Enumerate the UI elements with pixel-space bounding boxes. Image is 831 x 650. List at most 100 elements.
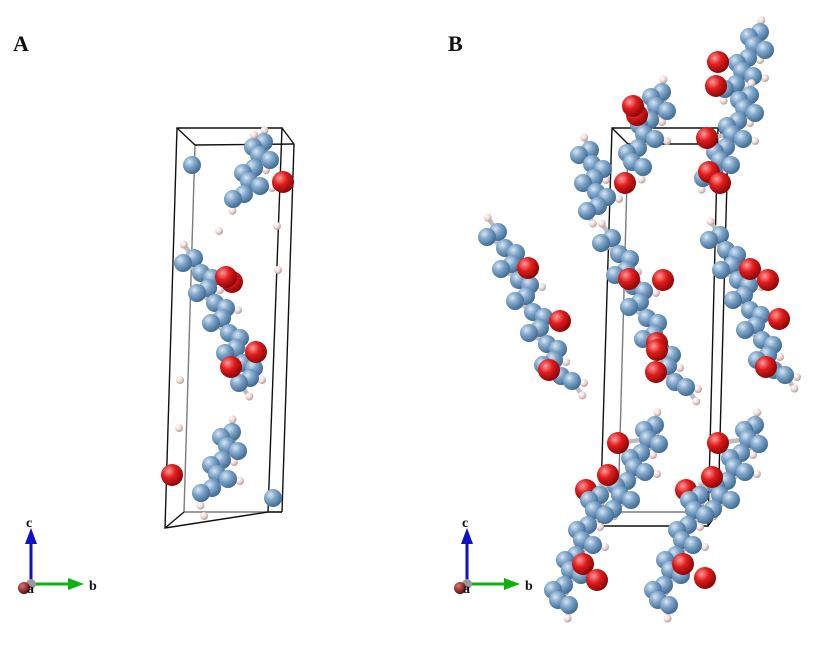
molecules-a [161,126,294,520]
carbon-atom [724,291,742,309]
molecule [224,126,279,215]
oxygen-atom [215,266,237,288]
carbon-atom [584,536,602,554]
axis-indicator-b: c b a [454,516,533,597]
carbon-atom [746,104,764,122]
oxygen-atom [646,339,668,361]
oxygen-atom [572,553,594,575]
hydrogen-atom [588,219,597,228]
hydrogen-atom [653,470,661,478]
carbon-atom [646,130,664,148]
hydrogen-atom [676,364,684,372]
b-axis-arrow-icon [504,578,520,590]
hydrogen-atom [245,392,254,401]
carbon-atom [251,177,269,195]
oxygen-atom [705,75,727,97]
oxygen-atom [272,171,294,193]
hydrogen-atom [696,523,704,531]
hydrogen-atom [200,512,208,520]
b-axis-arrow-icon [68,578,84,590]
hydrogen-atom [228,206,237,215]
panel-b-structure [478,16,801,623]
hydrogen-atom [694,385,702,393]
carbon-atom [722,491,740,509]
oxygen-atom [652,269,674,291]
hydrogen-atom [538,283,546,291]
oxygen-atom [757,269,779,291]
hydrogen-atom [234,306,242,314]
c-axis-arrow-icon [461,528,473,544]
hydrogen-atom [753,408,762,417]
molecules-b [478,16,801,623]
oxygen-atom [618,268,640,290]
hydrogen-atom [228,415,237,424]
carbon-atom [188,284,206,302]
oxygen-atom [694,567,716,589]
carbon-atom [722,156,740,174]
carbon-atom [696,506,714,524]
carbon-atom [736,463,754,481]
carbon-atom [684,536,702,554]
hydrogen-atom [753,470,761,478]
carbon-atom [520,324,538,342]
carbon-atom [578,202,596,220]
panel-a-structure [161,126,295,529]
oxygen-atom [645,361,667,383]
molecule [700,217,801,393]
hydrogen-atom [597,219,606,228]
oxygen-atom [586,569,608,591]
b-axis-label: b [89,579,97,594]
hydrogen-atom [790,384,799,393]
hydrogen-atom [483,213,492,222]
hydrogen-atom [615,195,623,203]
molecule [544,477,614,623]
hydrogen-atom [719,96,728,105]
oxygen-atom [768,308,790,330]
hydrogen-atom [637,175,646,184]
carbon-atom [492,260,510,278]
hydrogen-atom [663,137,671,145]
carbon-atom [636,463,654,481]
hydrogen-atom [751,137,759,145]
hydrogen-atom [757,16,766,25]
carbon-atom [570,146,588,164]
hydrogen-atom [258,376,266,384]
oxygen-atom [701,466,723,488]
hydrogen-atom [649,451,657,459]
hydrogen-atom [701,543,709,551]
hydrogen-atom [761,74,769,82]
hydrogen-atom [562,358,570,366]
molecule [618,75,676,184]
carbon-atom [677,378,695,396]
hydrogen-atom [215,227,223,235]
a-axis-label: a [27,582,34,597]
carbon-atom [776,366,794,384]
hydrogen-atom [601,543,609,551]
molecule [570,133,623,228]
hydrogen-atom [260,126,269,135]
hydrogen-atom [175,424,183,432]
carbon-atom [574,174,592,192]
oxygen-atom [709,172,731,194]
hydrogen-atom [706,217,715,226]
molecule [644,477,714,623]
hydrogen-atom [580,379,588,387]
hydrogen-atom [236,477,244,485]
carbon-atom [756,41,774,59]
molecule [478,213,588,400]
molecule [174,240,267,401]
oxygen-atom [707,51,729,73]
a-axis-label: a [463,582,470,597]
hydrogen-atom [176,376,184,384]
hydrogen-atom [658,118,666,126]
oxygen-atom [517,257,539,279]
oxygen-atom [538,359,560,381]
oxygen-atom [739,258,761,280]
carbon-atom [174,254,192,272]
c-axis-label: c [26,516,32,531]
b-axis-label: b [525,579,533,594]
hydrogen-atom [776,353,784,361]
oxygen-atom [707,432,729,454]
oxygen-atom [755,356,777,378]
carbon-atom [592,234,610,252]
